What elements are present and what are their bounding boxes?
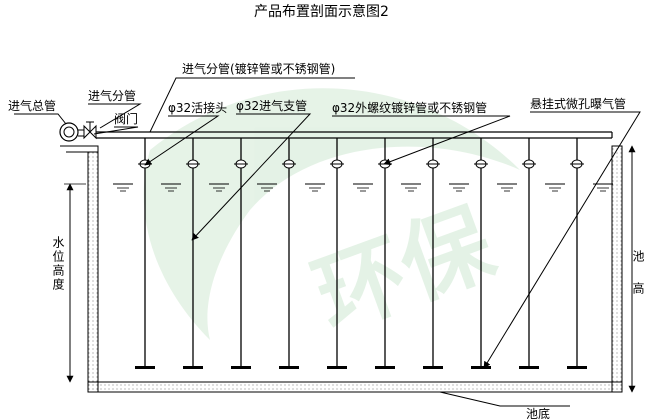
label-branch-header: 进气分管(镀锌管或不锈钢管) — [182, 61, 335, 76]
water-level-dimension — [64, 183, 86, 383]
drop-pipe — [423, 138, 443, 369]
water-level-symbol — [113, 183, 133, 192]
drop-pipe — [519, 138, 539, 369]
air-header-pipe — [96, 131, 613, 139]
leader-lines — [14, 77, 641, 407]
label-inlet-branch: φ32进气支管 — [236, 98, 307, 113]
aerator-tube — [375, 366, 395, 369]
drop-pipe — [279, 138, 299, 369]
label-tank-bottom: 池底 — [526, 406, 550, 420]
aerator-tube — [279, 366, 299, 369]
water-level-marks — [113, 183, 613, 192]
tank — [60, 145, 623, 393]
union-fitting — [282, 159, 296, 169]
aerator-tube — [567, 366, 587, 369]
water-level-symbol — [497, 183, 517, 192]
label-main-inlet: 进气总管 — [8, 98, 56, 113]
aerator-tube — [423, 366, 443, 369]
main-inlet-pipe-section — [59, 122, 79, 142]
aerator-tube — [231, 366, 251, 369]
union-fitting — [234, 159, 248, 169]
union-fitting — [570, 159, 584, 169]
label-aerator: 悬挂式微孔曝气管 — [530, 96, 626, 111]
water-level-symbol — [545, 183, 565, 192]
label-valve: 阀门 — [114, 111, 138, 126]
drop-pipes — [135, 138, 587, 369]
tank-right-wall — [611, 145, 623, 393]
drop-pipe — [567, 138, 587, 369]
label-branch-inlet: 进气分管 — [88, 88, 136, 103]
water-level-symbol — [305, 183, 325, 192]
union-fitting — [522, 159, 536, 169]
union-fitting — [474, 159, 488, 169]
label-tank-height: 池高 — [631, 250, 645, 314]
label-union: φ32活接头 — [168, 100, 227, 115]
drop-pipe — [231, 138, 251, 369]
water-level-symbol — [209, 183, 229, 192]
main-inlet-pipe — [59, 121, 97, 142]
water-level-symbol — [401, 183, 421, 192]
union-fitting — [330, 159, 344, 169]
tank-floor — [87, 381, 623, 393]
label-water-level: 水位高度 — [51, 236, 65, 292]
water-level-symbol — [161, 183, 181, 192]
valve-icon — [83, 121, 97, 140]
tank-left-wall — [87, 151, 99, 393]
union-fitting — [426, 159, 440, 169]
water-level-symbol — [449, 183, 469, 192]
aerator-tube — [183, 366, 203, 369]
aerator-tube — [327, 366, 347, 369]
label-threaded-pipe: φ32外螺纹镀锌管或不锈钢管 — [332, 100, 487, 115]
union-fitting — [186, 159, 200, 169]
aerator-tube — [471, 366, 491, 369]
aerator-tube — [519, 366, 539, 369]
water-level-symbol — [353, 183, 373, 192]
drop-pipe — [327, 138, 347, 369]
aerator-tube — [135, 366, 155, 369]
water-level-symbol — [257, 183, 277, 192]
diagram-title: 产品布置剖面示意图2 — [254, 3, 389, 20]
drop-pipe — [183, 138, 203, 369]
watermark-text: 环保 — [302, 190, 508, 351]
drop-pipe — [471, 138, 491, 369]
